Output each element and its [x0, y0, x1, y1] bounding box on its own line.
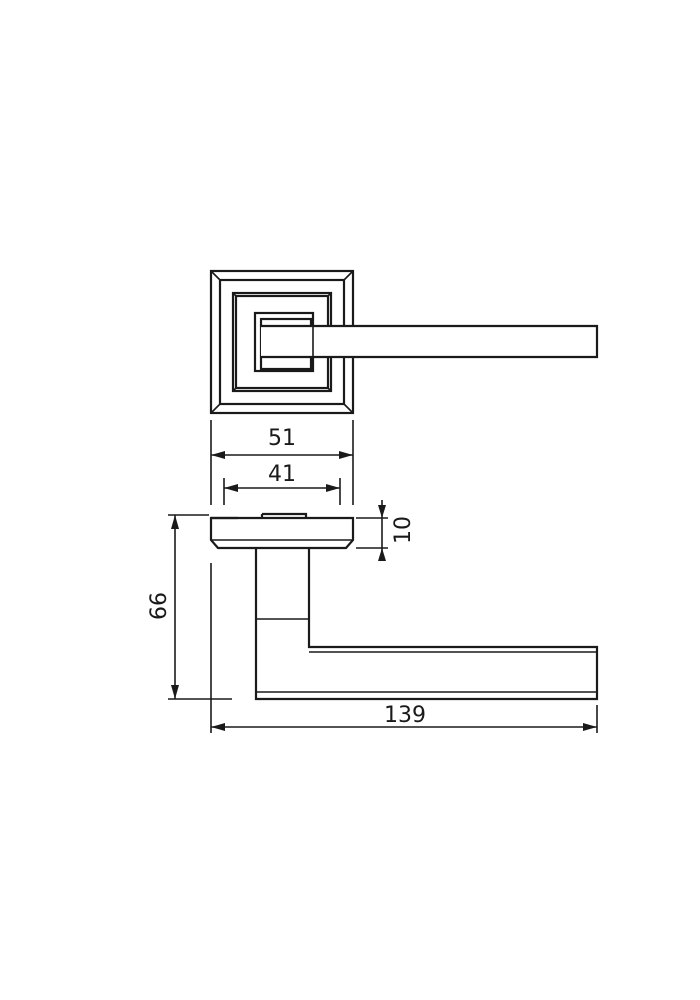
dimension-label-51: 51: [268, 426, 296, 451]
rose-bevel-corners: [210, 270, 354, 414]
dimension-label-41: 41: [268, 462, 296, 487]
rose-top-marks: [211, 512, 308, 520]
dimension-label-66: 66: [147, 592, 172, 620]
lever-arm-top: [261, 324, 599, 359]
dimension-10: 10: [356, 500, 416, 561]
dimension-label-10: 10: [391, 516, 416, 544]
top-view: [209, 269, 599, 415]
lever-arm-top-inner: [310, 319, 314, 369]
rose-plate-profile: [209, 516, 355, 550]
lever-neck-profile: [254, 548, 599, 701]
rose-inner-corners: [232, 292, 332, 392]
side-view: [209, 512, 599, 701]
dimension-51: 51: [210, 420, 354, 505]
dimension-label-139: 139: [384, 703, 426, 728]
lever-arm-profile: [256, 651, 597, 693]
dimension-66: 66: [147, 514, 232, 700]
dimension-41: 41: [223, 462, 341, 505]
dimension-139: 139: [210, 563, 598, 733]
